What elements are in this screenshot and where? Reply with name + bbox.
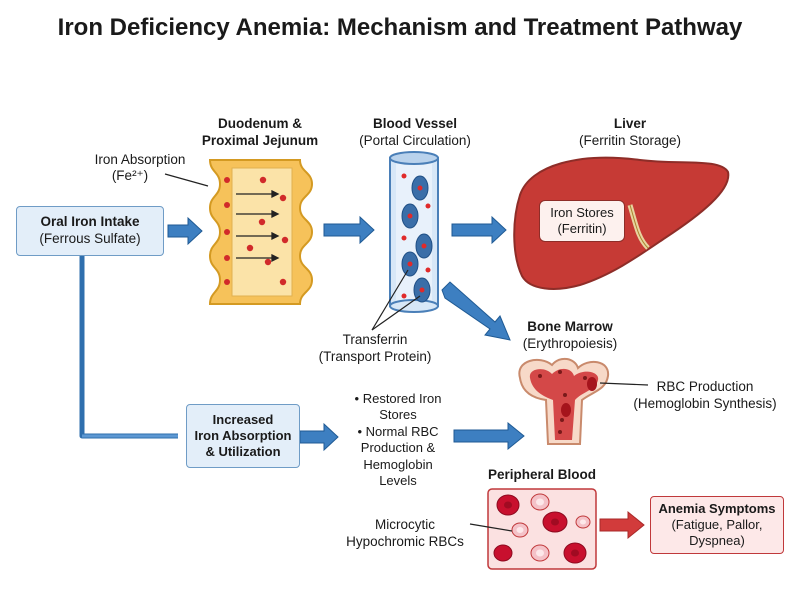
rbc-production-line1: RBC Production [656, 379, 754, 394]
intake-line2: (Ferrous Sulfate) [39, 231, 141, 246]
arrow-duodenum-to-vessel [323, 215, 375, 245]
intestine-illustration [164, 159, 314, 305]
rbc-production-line2: (Hemoglobin Synthesis) [633, 396, 777, 411]
microcytic-label-line2: Hypochromic RBCs [346, 534, 464, 549]
arrow-increased-to-outcomes [299, 422, 339, 452]
microcytic-label-line1: Microcytic [375, 517, 435, 532]
bone-marrow-illustration [518, 357, 649, 445]
increased-line1: Increased [212, 411, 274, 427]
transferrin-label-line1: Transferrin [342, 332, 408, 347]
iron-stores-line1: Iron Stores [550, 204, 614, 220]
absorption-label-line1: Iron Absorption [94, 152, 186, 167]
intake-connector [79, 256, 178, 439]
symptoms-heading: Anemia Symptoms [658, 500, 776, 516]
increased-line3: & Utilization [205, 444, 281, 460]
symptoms-line2: Dyspnea) [689, 533, 745, 549]
outcome-normal-line1: • Normal RBC [357, 424, 439, 439]
marrow-subheading: (Erythropoiesis) [522, 336, 618, 351]
absorption-label-line2: (Fe²⁺) [111, 168, 149, 183]
marrow-heading: Bone Marrow [527, 319, 613, 334]
peripheral-blood-heading: Peripheral Blood [487, 467, 597, 482]
outcome-restored-line1: • Restored Iron [354, 391, 442, 406]
arrow-outcomes-to-marrow [453, 421, 525, 451]
outcome-normal-rbc: • Normal RBC Production & Hemoglobin Lev… [342, 424, 454, 489]
vessel-heading: Blood Vessel [372, 116, 458, 131]
diagram-title: Iron Deficiency Anemia: Mechanism and Tr… [57, 14, 743, 41]
arrow-intake-to-duodenum [167, 216, 203, 246]
outcome-normal-line3: Hemoglobin [363, 456, 433, 472]
vessel-subheading: (Portal Circulation) [359, 133, 471, 148]
outcome-normal-line4: Levels [379, 472, 417, 488]
liver-heading: Liver [613, 116, 647, 131]
increased-line2: Iron Absorption [194, 427, 292, 443]
arrow-blood-to-symptoms [599, 510, 645, 540]
increased-absorption-box: Increased Iron Absorption & Utilization [186, 404, 300, 468]
outcome-restored-iron: • Restored Iron Stores [342, 391, 454, 424]
intake-line1: Oral Iron Intake [40, 214, 140, 230]
iron-stores-line2: (Ferritin) [557, 221, 607, 236]
symptoms-line1: (Fatigue, Pallor, [671, 516, 763, 532]
duodenum-heading-line1: Duodenum & [218, 116, 302, 131]
arrow-vessel-to-marrow [441, 281, 511, 341]
blood-smear-illustration [469, 488, 597, 570]
outcome-restored-line2: Stores [379, 407, 417, 423]
iron-stores-box: Iron Stores (Ferritin) [539, 200, 625, 242]
oral-iron-intake-box: Oral Iron Intake (Ferrous Sulfate) [16, 206, 164, 256]
anemia-symptoms-box: Anemia Symptoms (Fatigue, Pallor, Dyspne… [650, 496, 784, 554]
outcome-normal-line2: Production & [360, 440, 436, 456]
blood-vessel-illustration [371, 151, 439, 331]
duodenum-heading-line2: Proximal Jejunum [201, 133, 319, 148]
liver-subheading: (Ferritin Storage) [578, 133, 682, 148]
transferrin-label-line2: (Transport Protein) [318, 349, 432, 364]
arrow-vessel-to-liver [451, 215, 507, 245]
